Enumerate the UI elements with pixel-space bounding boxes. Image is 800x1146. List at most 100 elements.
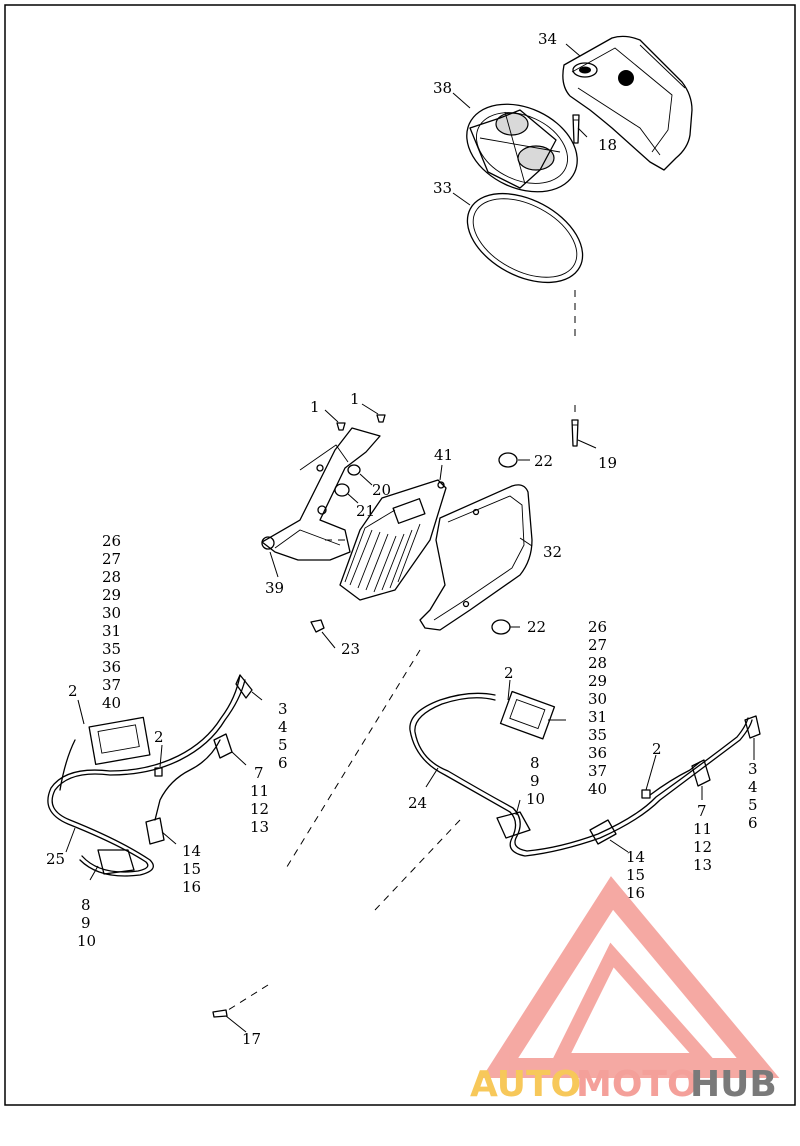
callout-2d: 2 <box>652 740 662 758</box>
callout-23: 23 <box>341 640 360 658</box>
callout-group-item: 37 <box>102 676 121 694</box>
callout-group-item: 40 <box>102 694 121 712</box>
callout-group-item: 12 <box>250 800 269 818</box>
callout-2c: 2 <box>504 664 514 682</box>
callout-group-item: 14 <box>626 848 645 866</box>
right-conn-d-group: 8 9 10 <box>526 754 545 808</box>
callout-41: 41 <box>434 446 453 464</box>
part-cover-plate <box>419 484 533 631</box>
callout-group-item: 13 <box>250 818 269 836</box>
callout-group-item: 26 <box>588 618 607 636</box>
left-conn-c-group: 14 15 16 <box>182 842 201 896</box>
callout-group-item: 6 <box>278 754 288 772</box>
callout-group-item: 8 <box>81 896 91 914</box>
callout-group-item: 8 <box>530 754 540 772</box>
right-conn-a-group: 3 4 5 6 <box>748 760 758 832</box>
callout-2b: 2 <box>154 728 164 746</box>
callout-24: 24 <box>408 794 427 812</box>
callout-20: 20 <box>372 481 391 499</box>
callout-group-item: 11 <box>693 820 712 838</box>
callout-1a: 1 <box>310 398 320 416</box>
watermark: AUTO MOTO HUB <box>470 876 780 1105</box>
callout-group-item: 15 <box>182 860 201 878</box>
callout-group-item: 9 <box>530 772 540 790</box>
part-left-harness <box>47 674 253 877</box>
part-grommet-22b <box>491 619 511 635</box>
callout-group-item: 35 <box>102 640 121 658</box>
part-gasket <box>466 192 584 284</box>
callout-group-item: 14 <box>182 842 201 860</box>
part-grommet-20 <box>347 464 361 476</box>
part-screw-18 <box>572 114 580 144</box>
callout-1b: 1 <box>350 390 360 408</box>
watermark-text-auto: AUTO <box>470 1064 581 1105</box>
callout-group-item: 10 <box>526 790 545 808</box>
callout-group-item: 37 <box>588 762 607 780</box>
callout-group-item: 7 <box>697 802 707 820</box>
callout-39: 39 <box>265 579 284 597</box>
callout-33: 33 <box>433 179 452 197</box>
part-screw-17 <box>212 1009 228 1018</box>
right-module-group: 26 27 28 29 30 31 35 36 37 40 <box>588 618 607 798</box>
watermark-logo <box>481 876 780 1078</box>
callout-group-item: 10 <box>77 932 96 950</box>
callout-group-item: 29 <box>588 672 607 690</box>
guide-line <box>284 649 421 871</box>
callout-34: 34 <box>538 30 557 48</box>
callout-labels: 34 38 18 33 1 1 41 22 19 20 21 32 39 22 … <box>46 30 662 1048</box>
callout-group-item: 4 <box>278 718 288 736</box>
callout-group-item: 27 <box>102 550 121 568</box>
left-conn-a-group: 3 4 5 6 <box>278 700 288 772</box>
callout-group-item: 16 <box>626 884 645 902</box>
callout-group-item: 16 <box>182 878 201 896</box>
callout-22a: 22 <box>534 452 553 470</box>
callout-group-item: 5 <box>748 796 758 814</box>
callout-18: 18 <box>598 136 617 154</box>
callout-group-item: 35 <box>588 726 607 744</box>
part-screw-1a <box>336 422 346 431</box>
diagram-border <box>4 4 796 1106</box>
part-bracket <box>261 427 381 561</box>
part-nut-23 <box>310 619 325 633</box>
guide-line <box>374 819 461 911</box>
callout-38: 38 <box>433 79 452 97</box>
watermark-text-hub: HUB <box>690 1064 777 1105</box>
callout-group-item: 7 <box>254 764 264 782</box>
callout-group-item: 28 <box>102 568 121 586</box>
callout-group-item: 30 <box>588 690 607 708</box>
part-screw-19 <box>571 419 579 447</box>
callout-group-item: 4 <box>748 778 758 796</box>
watermark-text-moto: MOTO <box>576 1064 698 1105</box>
callout-group-item: 9 <box>81 914 91 932</box>
callout-group-item: 40 <box>588 780 607 798</box>
callout-group-item: 36 <box>102 658 121 676</box>
callout-group-item: 30 <box>102 604 121 622</box>
left-conn-d-group: 8 9 10 <box>77 896 96 950</box>
callout-group-item: 5 <box>278 736 288 754</box>
part-amplifier <box>339 479 447 601</box>
right-conn-b-group: 7 11 12 13 <box>693 802 712 874</box>
callout-group-item: 11 <box>250 782 269 800</box>
callout-17: 17 <box>242 1030 261 1048</box>
callout-19: 19 <box>598 454 617 472</box>
part-screw-1b <box>376 414 386 423</box>
callout-group-item: 3 <box>748 760 758 778</box>
callout-2a: 2 <box>68 682 78 700</box>
guide-line <box>224 984 269 1013</box>
right-conn-c-group: 14 15 16 <box>626 848 645 902</box>
left-conn-b-group: 7 11 12 13 <box>250 764 269 836</box>
callout-group-item: 6 <box>748 814 758 832</box>
callout-22b: 22 <box>527 618 546 636</box>
callout-group-item: 27 <box>588 636 607 654</box>
callout-25: 25 <box>46 850 65 868</box>
callout-group-item: 28 <box>588 654 607 672</box>
callout-21: 21 <box>356 502 375 520</box>
part-right-harness <box>409 690 761 857</box>
callout-group-item: 36 <box>588 744 607 762</box>
leader-lines <box>65 43 755 1033</box>
callout-group-item: 31 <box>588 708 607 726</box>
callout-group-item: 29 <box>102 586 121 604</box>
part-grommet-21 <box>334 483 350 497</box>
